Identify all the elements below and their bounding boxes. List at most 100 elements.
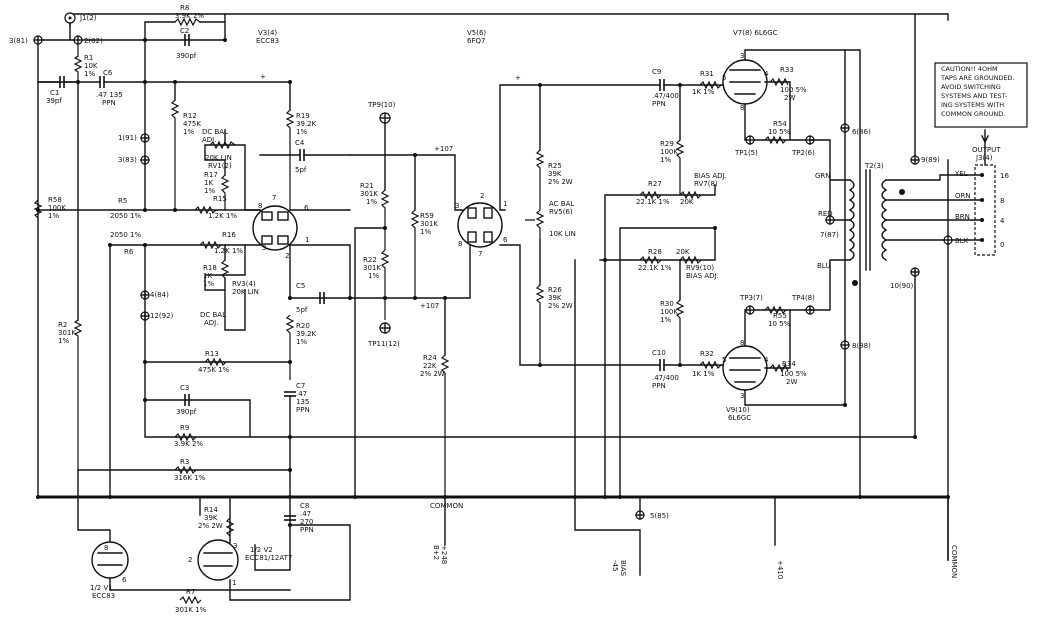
label-r2-2: 1% [58,337,69,345]
v3-lower-wires [109,244,471,498]
label-c9-0: C9 [652,68,661,76]
label-r30-0: R30 [660,300,674,308]
c3-capacitor [184,394,190,406]
label-t3b: 3(83) [118,156,137,164]
pin-v3-8: 8 [258,202,262,210]
label-r34-0: R34 [782,360,796,368]
r9-resistor [174,432,197,442]
label-r58-1: 100K [48,204,66,212]
terminal-3-81 [33,35,43,45]
label-c8-2: 270 [300,518,313,526]
label-rv3-1: 20K LIN [232,288,259,296]
label-r3-1: 316K 1% [174,474,206,482]
label-r58-2: 1% [48,212,59,220]
pin-v7-5: 5 [722,74,726,82]
c6-capacitor [99,76,291,88]
label-c5-0: C5 [296,282,305,290]
terminal-2-82 [73,35,83,45]
r2-resistor [73,319,83,470]
r7-resistor [179,595,202,605]
label-c3-0: C3 [180,384,189,392]
tp1-testpoint [745,135,755,145]
label-tap-1: ORN [955,192,971,200]
r28-resistor [639,255,662,265]
label-r2-1: 301K [58,329,76,337]
label-r59-2: 1% [420,228,431,236]
label-r14-1: 39K [204,514,218,522]
label-tapnum-1: 8 [1000,197,1004,205]
label-r8-1: 3.9K 2% [175,12,204,20]
label-r7-0: R7 [186,588,195,596]
label-biasadj1-1: RV7(8) [694,180,718,188]
label-r17-2: 1% [204,187,215,195]
r21-r22-connector [354,227,386,498]
terminal-8-88 [840,340,850,350]
label-r5-0: R5 [118,197,127,205]
r33-resistor [769,77,789,87]
label-tapnum-3: 0 [1000,241,1004,249]
label-c1-0: C1 [50,89,59,97]
label-t4: 4(84) [150,291,169,299]
label-r13-0: R13 [205,350,219,358]
label-v9-0: V9(10) [726,406,750,414]
caution-line-2: AVOID SWITCHING [941,83,1001,91]
label-r18-1: 1K [203,272,212,280]
c4-capacitor [259,149,351,161]
label-dcbal2-0: DC BAL [200,311,226,319]
label-c2-0: C2 [180,27,189,35]
pin-v9-3: 3 [740,392,744,400]
r8-resistor [174,17,201,27]
label-r18-0: R18 [203,264,217,272]
label-r13-1: 475K 1% [198,366,230,374]
output-transformer [848,169,905,286]
label-r20-2: 1% [296,338,307,346]
tp3-testpoint [745,305,755,315]
r34-resistor [769,363,789,373]
label-r24-1: 22K [423,362,437,370]
pin-v5-2: 2 [480,192,484,200]
label-r30-2: 1% [660,316,671,324]
label-r25-0: R25 [548,162,562,170]
label-biasadj2-0: 20K [676,248,690,256]
label-r9-0: R9 [180,424,189,432]
label-red: RED [818,210,833,218]
label-r31-0: R31 [700,70,714,78]
label-v3-1: ECC83 [256,37,279,45]
terminal-5-85 [635,510,645,520]
label-r22-0: R22 [363,256,377,264]
label-t12: 12(92) [150,312,174,320]
label-c7-1: .47 [296,390,307,398]
r16-resistor [199,240,222,250]
label-r33-1: 100 5% [780,86,807,94]
label-r26-1: 39K [548,294,562,302]
label-acbal-0: AC BAL [549,200,574,208]
pin-v5-3: 3 [455,202,459,210]
v5-plate-wires [499,84,661,366]
v1-tube [91,541,129,579]
label-r33-2: 2W [784,94,795,102]
label-grn: GRN [815,172,831,180]
label-v5-1: 6FQ7 [467,37,485,45]
label-t6: 6(86) [852,128,871,136]
label-r25-1: 39K [548,170,562,178]
label-v1-1: ECC83 [92,592,115,600]
label-r15-1: 1.2K 1% [208,212,237,220]
label-r30-1: 100K [660,308,678,316]
label-r21-0: R21 [360,182,374,190]
label-c10-0: C10 [652,349,666,357]
label-v2-0: 1/2 V2 [250,546,273,554]
label-tapnum-2: 4 [1000,217,1005,225]
label-r15-0: R15 [213,195,227,203]
label-r31-1: 1K 1% [692,88,715,96]
label-r16-1: 1.2K 1% [214,247,243,255]
label-t5: 5(85) [650,512,669,520]
label-c4-0: C4 [295,139,305,147]
label-c5-1: 5pf [296,306,308,314]
label-t7: 7(87) [820,231,839,239]
label-r7-1: 301K 1% [175,606,207,614]
label-dcbal2-1: ADJ. [204,319,218,327]
label-common: COMMON [430,502,463,510]
label-r28-0: R28 [648,248,662,256]
label-r29-0: R29 [660,140,674,148]
label-tp1: TP1(5) [734,149,758,157]
